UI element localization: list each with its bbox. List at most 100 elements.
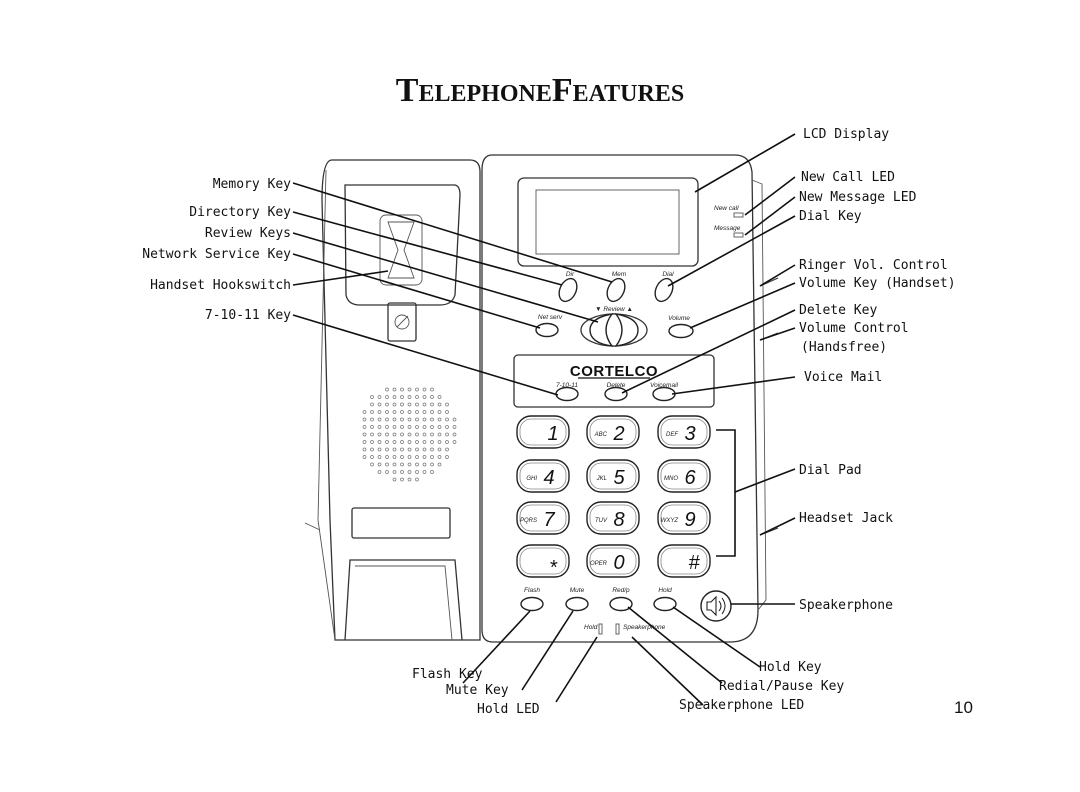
callout-ringer-vol-control: Ringer Vol. Control <box>799 258 948 273</box>
dial-key-shape[interactable] <box>516 501 570 535</box>
dial-key-shape[interactable] <box>586 544 640 578</box>
grille-hole <box>392 455 397 459</box>
dial-key-shape[interactable] <box>516 544 570 578</box>
hold-led <box>598 623 603 635</box>
memory-key[interactable] <box>604 276 629 305</box>
grille-hole <box>377 432 382 437</box>
delete-key[interactable] <box>604 386 628 402</box>
grille-hole <box>407 387 412 392</box>
key-7-10-11[interactable] <box>555 386 579 402</box>
grille-hole <box>415 417 419 422</box>
directory-key[interactable] <box>556 276 581 305</box>
callout-speakerphone: Speakerphone <box>799 598 893 613</box>
dial-key-shape[interactable] <box>586 501 640 535</box>
callout-dial-key: Dial Key <box>799 209 862 224</box>
telephone-illustration: New call Message Dir Mem Dial ▼ Review ▲… <box>304 154 779 643</box>
dial-key-shape[interactable] <box>586 459 640 493</box>
grille-hole <box>415 425 419 429</box>
grille-hole <box>422 425 427 429</box>
dial-key-shape[interactable] <box>516 459 570 493</box>
dial-key-inner <box>589 418 637 446</box>
mute-label: Mute <box>570 587 585 594</box>
dial-key-inner <box>589 547 637 575</box>
net-serv-label: Net serv <box>538 314 563 321</box>
dial-key-inner <box>519 504 567 532</box>
network-service-key[interactable] <box>535 322 559 338</box>
grille-hole <box>392 470 397 474</box>
dial-key-inner <box>519 462 567 490</box>
redial-label: Red/p <box>612 587 630 594</box>
grille-hole <box>400 395 404 399</box>
k71011-label: 7-10-11 <box>556 382 578 389</box>
grille-hole <box>385 455 389 459</box>
dial-key-star[interactable]: * <box>516 544 570 579</box>
dial-key-digit: 9 <box>684 509 695 531</box>
hold-key[interactable] <box>653 596 677 612</box>
grille-hole <box>407 447 412 452</box>
dial-key-1[interactable]: 1 <box>516 415 570 449</box>
voicemail-label: Voicemail <box>650 382 678 389</box>
mute-key[interactable] <box>565 596 589 612</box>
dial-key-digit: 2 <box>612 423 624 445</box>
grille-hole <box>392 410 397 414</box>
callout-voice-mail: Voice Mail <box>804 370 882 385</box>
callout-new-call-led: New Call LED <box>801 170 895 185</box>
callout-dial-pad: Dial Pad <box>799 463 862 478</box>
review-up-key[interactable] <box>614 312 639 347</box>
grille-hole <box>437 462 442 467</box>
voice-mail-key[interactable] <box>652 386 676 402</box>
callout-new-message-led: New Message LED <box>799 190 917 205</box>
dial-key[interactable] <box>652 276 677 305</box>
dial-key-shape[interactable] <box>516 415 570 449</box>
grille-hole <box>392 477 397 482</box>
dial-key-digit: 6 <box>684 467 696 489</box>
callout-hold-led: Hold LED <box>477 702 540 717</box>
callout-redial-pause-key: Redial/Pause Key <box>719 679 844 694</box>
grille-hole <box>415 440 419 444</box>
dial-key-shape[interactable] <box>657 459 711 493</box>
grille-hole <box>370 425 374 429</box>
page-title: TELEPHONEFEATURES <box>396 72 684 109</box>
dial-key-pound[interactable]: # <box>657 544 711 578</box>
dial-key-letters: OPER <box>590 561 608 567</box>
grille-hole <box>400 440 404 444</box>
grille-hole <box>400 432 404 437</box>
grille-hole <box>385 425 389 429</box>
grille-hole <box>415 447 419 452</box>
grille-hole <box>437 395 442 399</box>
review-down-key[interactable] <box>589 312 614 347</box>
redial-pause-key[interactable] <box>609 596 633 612</box>
dial-key-shape[interactable] <box>657 415 711 449</box>
grille-hole <box>415 462 419 467</box>
dial-key-shape[interactable] <box>657 501 711 535</box>
grille-hole <box>362 425 367 429</box>
grille-hole <box>392 462 397 467</box>
volume-key[interactable] <box>668 323 694 339</box>
flash-key[interactable] <box>520 596 544 612</box>
grille-hole <box>400 455 404 459</box>
lcd-display <box>517 177 699 267</box>
callout-mute-key: Mute Key <box>446 683 509 698</box>
delete-label: Delete <box>607 382 626 389</box>
dial-key-letters: PQRS <box>520 518 537 524</box>
grille-hole <box>392 402 397 407</box>
grille-hole <box>415 402 419 407</box>
grille-hole <box>452 417 457 422</box>
mem-label: Mem <box>612 271 627 278</box>
grille-hole <box>415 455 419 459</box>
dial-key-shape[interactable] <box>586 415 640 449</box>
grille-hole <box>385 402 389 407</box>
grille-hole <box>385 395 389 399</box>
dial-key-shape[interactable] <box>657 544 711 578</box>
hookswitch-recess <box>344 184 461 306</box>
callout-handsfree: (Handsfree) <box>801 340 887 355</box>
